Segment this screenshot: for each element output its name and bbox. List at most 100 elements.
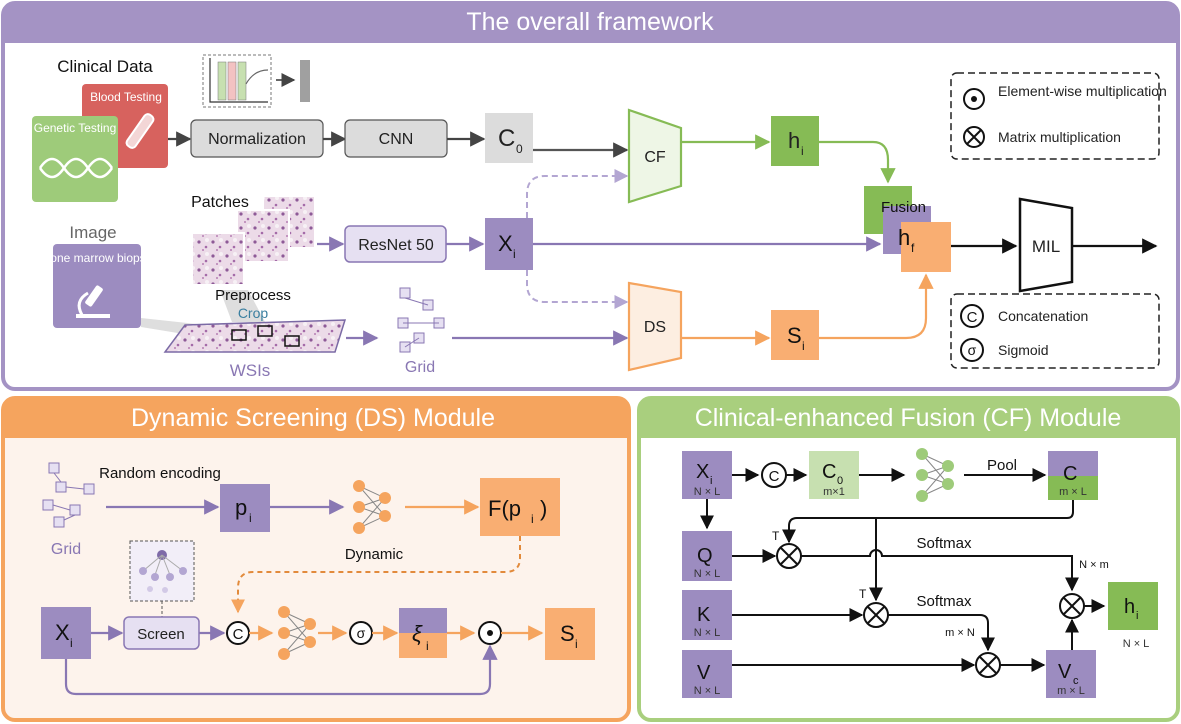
ds-si-box: S i — [545, 608, 595, 660]
ds-xi-box: X i — [41, 607, 91, 659]
cf-concat-symbol: C — [769, 468, 780, 485]
ds-concat-symbol: C — [233, 626, 244, 643]
si-sub: i — [802, 339, 805, 353]
microscope-icon — [76, 285, 110, 318]
genetic-testing-card: Genetic Testing — [32, 116, 118, 202]
cf-hi-sub: i — [1136, 610, 1138, 622]
pi-sub: i — [249, 511, 252, 525]
overall-panel-title: The overall framework — [466, 8, 714, 36]
screen-label: Screen — [137, 626, 185, 643]
fusion-stack: Fusion h f — [864, 186, 951, 272]
cf-k-box: K N × L — [682, 590, 732, 640]
hi-box: h i — [771, 116, 819, 166]
cf-vc-label: V — [1058, 661, 1072, 683]
cf-c0-dim: m×1 — [823, 486, 845, 498]
n-m-label: N × m — [1079, 559, 1109, 571]
cf-hi-label: h — [1124, 596, 1135, 618]
xi-greek-sub: i — [426, 639, 429, 653]
t1-label: T — [772, 529, 780, 543]
arrow-hi-to-fusion — [819, 140, 896, 184]
c0-label: C — [498, 125, 515, 152]
xi-box: X i — [485, 218, 533, 270]
pi-box: p i — [220, 484, 270, 532]
concat-symbol-icon — [960, 304, 984, 328]
cf-vc-sub: c — [1073, 675, 1079, 687]
c0-box: C 0 — [485, 113, 533, 163]
m-n-label: m × N — [945, 627, 975, 639]
arrow-xi-to-ds-dashed — [526, 270, 629, 309]
clinical-data-label: Clinical Data — [57, 57, 153, 76]
cf-c-dim: m × L — [1059, 486, 1087, 498]
arrow-xi-skip-to-mult — [64, 644, 498, 696]
cf-q-label: Q — [697, 545, 713, 567]
arrow-c-to-mult1 — [782, 500, 1074, 544]
ds-si-sub: i — [575, 637, 578, 651]
ds-grid-icon — [42, 462, 95, 528]
fpi-close: ) — [540, 496, 547, 521]
cf-c-box: C m × L — [1048, 451, 1098, 500]
arrow-mult2-to-mult4 — [888, 614, 995, 652]
normalization-box: Normalization — [190, 119, 324, 158]
ds-panel-title: Dynamic Screening (DS) Module — [131, 404, 495, 432]
cf-q-dim: N × L — [694, 568, 721, 580]
cnn-label: CNN — [379, 131, 414, 148]
patches-stack — [191, 195, 316, 286]
dna-icon — [38, 157, 114, 179]
cf-k-dim: N × L — [694, 627, 721, 639]
normalization-label: Normalization — [208, 131, 306, 148]
legend-sigmoid-label: Sigmoid — [998, 342, 1049, 358]
cf-v-dim: N × L — [694, 685, 721, 697]
wsi-slide — [163, 319, 347, 353]
mil-trapezoid: MIL — [1018, 197, 1074, 293]
crop-label: Crop — [238, 305, 269, 321]
cnn-box: CNN — [344, 119, 448, 158]
cf-c-label: C — [1063, 463, 1077, 485]
cf-xi-sub: i — [710, 475, 712, 487]
xi-label: X — [498, 231, 513, 256]
cf-vc-dim: m × L — [1057, 685, 1085, 697]
cf-c0-label: C — [822, 461, 836, 483]
legend-concat-sigmoid: C Concatenation σ Sigmoid — [950, 293, 1160, 369]
legend-elementwise-label: Element-wise multiplication — [998, 83, 1167, 99]
ds-network-icon — [278, 606, 316, 660]
grid-label: Grid — [405, 359, 435, 376]
softmax2-label: Softmax — [916, 593, 972, 610]
test-tube-icon — [125, 113, 155, 149]
legend-matrix-label: Matrix multiplication — [998, 129, 1121, 145]
cf-panel-title: Clinical-enhanced Fusion (CF) Module — [695, 404, 1122, 432]
genetic-testing-label: Genetic Testing — [34, 121, 117, 135]
cf-label: CF — [644, 149, 666, 166]
cf-q-box: Q N × L — [682, 531, 732, 581]
cf-v-box: V N × L — [682, 650, 732, 698]
ds-sigma-symbol: σ — [357, 625, 366, 641]
wsis-label: WSIs — [230, 361, 271, 380]
xi-greek-label: ξ — [412, 621, 423, 646]
ds-trapezoid: DS — [627, 281, 683, 372]
fpi-label: F(p — [488, 496, 521, 521]
softmax1-label: Softmax — [916, 535, 972, 552]
dynamic-network-icon — [353, 480, 391, 534]
fusion-label: Fusion — [881, 199, 926, 216]
si-label: S — [787, 323, 802, 348]
pool-label: Pool — [987, 457, 1017, 474]
cf-hi-box: h i — [1108, 582, 1158, 630]
hi-sub: i — [801, 144, 804, 158]
screen-box: Screen — [123, 616, 200, 650]
ds-xi-label: X — [55, 620, 70, 645]
t2-label: T — [859, 587, 867, 601]
resnet-box: ResNet 50 — [344, 225, 447, 263]
blood-testing-label: Blood Testing — [90, 90, 162, 104]
resnet-label: ResNet 50 — [358, 237, 434, 254]
arrow-si-to-fusion — [819, 273, 934, 340]
cf-c0-sub: 0 — [837, 475, 843, 487]
hi-label: h — [788, 128, 800, 153]
random-encoding-label: Random encoding — [99, 465, 221, 482]
cf-hi-dim: N × L — [1123, 638, 1150, 650]
ds-label: DS — [644, 319, 666, 336]
cf-c0-box: C 0 m×1 — [809, 451, 859, 499]
bone-marrow-card: Bone marrow biopsy — [42, 244, 152, 328]
xi-sub: i — [513, 247, 516, 261]
hf-sub: f — [911, 241, 915, 255]
cf-network-icon — [916, 448, 954, 502]
cf-xi-dim: N × L — [694, 486, 721, 498]
